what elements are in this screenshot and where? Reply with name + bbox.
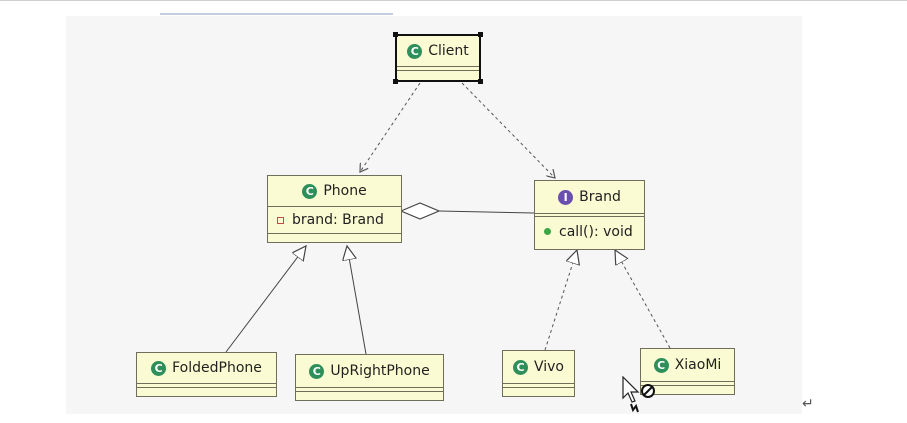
interface-icon: I (558, 189, 574, 205)
class-name: FoldedPhone (172, 360, 262, 376)
class-uprightphone[interactable]: C UpRightPhone (295, 354, 444, 401)
tab-underline (160, 13, 393, 15)
interface-brand[interactable]: I Brand call(): void (534, 180, 645, 250)
interface-name: Brand (579, 189, 621, 205)
class-icon: C (151, 360, 167, 376)
class-phone[interactable]: C Phone brand: Brand (267, 175, 402, 243)
realization-xiaomi-brand[interactable] (615, 250, 671, 349)
operation-compartment (137, 387, 276, 391)
attribute-compartment (296, 387, 443, 391)
attribute-compartment (641, 381, 734, 385)
operation-compartment (296, 391, 443, 395)
window-top-border (0, 0, 907, 1)
class-name: Vivo (533, 359, 564, 375)
operation-compartment (503, 387, 574, 391)
selection-handle[interactable] (478, 79, 483, 84)
dependency-client-brand[interactable] (461, 82, 555, 178)
diagram-canvas[interactable] (66, 16, 802, 414)
class-name: Client (428, 43, 469, 59)
field-text: brand: Brand (292, 212, 384, 228)
aggregation-phone-brand[interactable] (438, 210, 535, 214)
selection-handle[interactable] (393, 32, 398, 37)
generalization-uprightphone-phone[interactable] (347, 246, 367, 355)
selection-handle[interactable] (393, 79, 398, 84)
class-xiaomi[interactable]: C XiaoMi (640, 348, 735, 395)
method-text: call(): void (559, 223, 633, 240)
attribute-compartment (535, 213, 644, 216)
class-icon: C (407, 43, 423, 59)
not-allowed-icon (641, 384, 655, 398)
class-icon: C (653, 357, 669, 373)
class-icon: C (302, 183, 318, 199)
paragraph-mark: ↵ (802, 396, 814, 412)
class-name: UpRightPhone (330, 363, 430, 379)
attribute-compartment (137, 383, 276, 387)
class-vivo[interactable]: C Vivo (502, 350, 575, 397)
operation-compartment (641, 385, 734, 389)
class-foldedphone[interactable]: C FoldedPhone (136, 352, 277, 397)
private-field-icon (277, 216, 284, 224)
generalization-foldedphone-phone[interactable] (225, 246, 306, 353)
public-method-icon (544, 228, 551, 235)
operation-compartment (268, 233, 401, 237)
class-name: Phone (323, 183, 367, 199)
mouse-pointer-icon (622, 376, 655, 413)
class-icon: C (309, 363, 325, 379)
field-row[interactable]: brand: Brand (268, 206, 401, 233)
class-client[interactable]: C Client (393, 32, 483, 84)
aggregation-diamond (399, 202, 441, 220)
attribute-compartment (397, 66, 479, 70)
class-name: XiaoMi (674, 357, 722, 373)
dependency-client-phone[interactable] (360, 82, 421, 172)
attribute-compartment (503, 383, 574, 387)
method-row[interactable]: call(): void (535, 216, 644, 246)
class-icon: C (512, 359, 528, 375)
selection-handle[interactable] (478, 32, 483, 37)
operation-compartment (397, 70, 479, 74)
realization-vivo-brand[interactable] (544, 250, 577, 351)
